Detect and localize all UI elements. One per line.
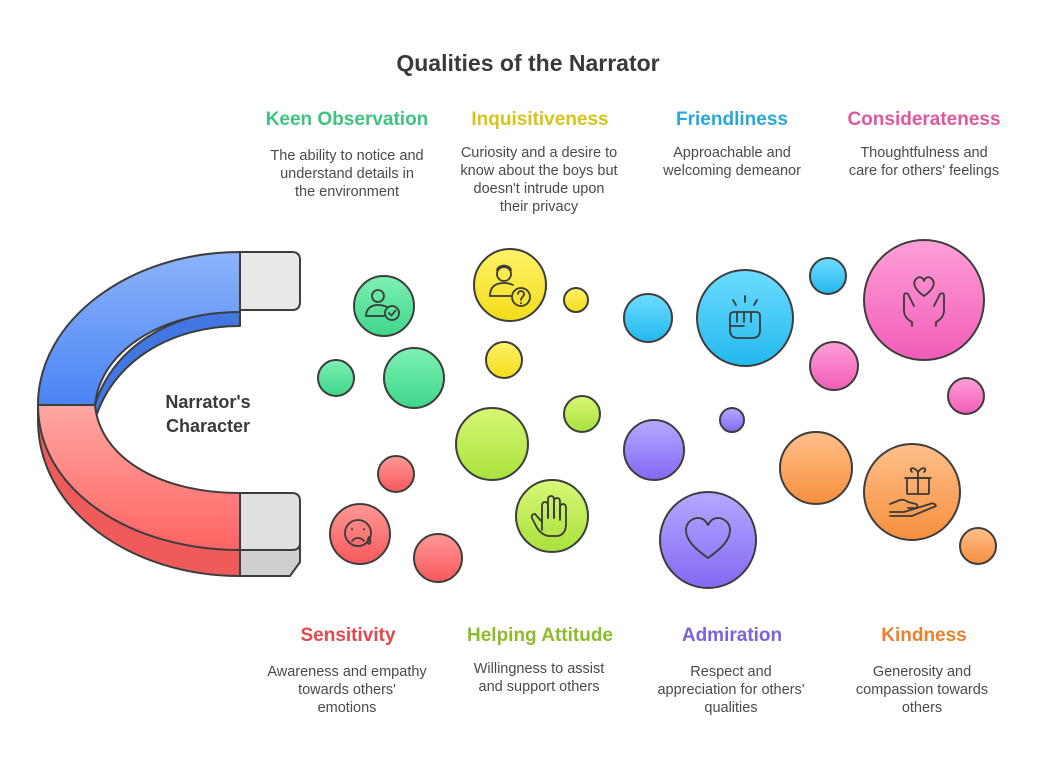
magnet — [37, 251, 301, 577]
bubble — [947, 377, 985, 415]
quality-description: The ability to notice and understand det… — [247, 147, 447, 201]
center-label-line: Narrator's — [165, 392, 251, 412]
inquisitiveness-bubble — [473, 248, 547, 322]
description-line: appreciation for others' — [657, 682, 805, 698]
bubble — [317, 359, 355, 397]
kindness-bubble — [863, 443, 961, 541]
gift-hand-icon — [889, 467, 937, 517]
sad-face-icon — [344, 519, 372, 547]
description-line: emotions — [317, 700, 377, 716]
quality-heading: Friendliness — [676, 109, 788, 130]
bubble — [563, 287, 589, 313]
considerateness-bubble — [863, 239, 985, 361]
center-label: Narrator's Character — [140, 390, 276, 438]
description-line: Thoughtfulness and — [860, 145, 988, 161]
decorative-bubbles — [317, 257, 997, 583]
description-line: towards others' — [298, 682, 396, 698]
bubble — [809, 341, 859, 391]
quality-heading: Admiration — [681, 625, 783, 646]
description-line: understand details in — [280, 166, 414, 182]
raised-hand-icon — [530, 495, 567, 537]
admiration-bubble — [659, 491, 757, 589]
magnet-bottom-tip — [239, 492, 301, 551]
description-line: others — [901, 700, 943, 716]
description-line: compassion towards — [855, 682, 989, 698]
description-line: Curiosity and a desire to — [460, 145, 618, 161]
description-line: doesn't intrude upon — [473, 181, 605, 197]
quality-heading: Sensitivity — [300, 625, 396, 646]
quality-heading: Inquisitiveness — [471, 109, 609, 130]
bubble — [623, 419, 685, 481]
quality-heading: Helping Attitude — [467, 625, 613, 646]
description-line: Generosity and — [872, 664, 972, 680]
description-line: know about the boys but — [460, 163, 618, 179]
bubble — [959, 527, 997, 565]
quality-heading: Considerateness — [847, 109, 1001, 130]
fist-bump-icon — [729, 295, 761, 339]
friendliness-bubble — [696, 269, 794, 367]
magnet-top-tip — [239, 251, 301, 311]
description-line: the environment — [295, 184, 399, 200]
description-line: welcoming demeanor — [663, 163, 801, 179]
quality-description: Generosity and compassion towards others — [822, 663, 1022, 717]
hands-heart-icon — [903, 276, 945, 327]
quality-description: Curiosity and a desire to know about the… — [439, 144, 639, 216]
bubble — [455, 407, 529, 481]
bubble — [809, 257, 847, 295]
bubble — [413, 533, 463, 583]
helping-attitude-bubble — [515, 479, 589, 553]
description-line: qualities — [704, 700, 758, 716]
quality-description: Approachable and welcoming demeanor — [632, 144, 832, 180]
sensitivity-bubble — [329, 503, 391, 565]
quality-description: Thoughtfulness and care for others' feel… — [824, 144, 1024, 180]
description-line: Willingness to assist — [473, 661, 605, 677]
center-label-line: Character — [165, 416, 251, 436]
user-question-icon — [489, 264, 531, 307]
quality-description: Respect and appreciation for others' qua… — [631, 663, 831, 717]
diagram-title: Qualities of the Narrator — [396, 50, 660, 76]
description-line: Approachable and — [673, 145, 791, 161]
bubble — [383, 347, 445, 409]
description-line: Respect and — [690, 664, 772, 680]
bubble — [563, 395, 601, 433]
bubble — [623, 293, 673, 343]
icon-bubbles — [329, 239, 985, 589]
description-line: care for others' feelings — [848, 163, 1000, 179]
bubble — [719, 407, 745, 433]
description-line: their privacy — [499, 199, 579, 215]
bubble — [779, 431, 853, 505]
bubble — [377, 455, 415, 493]
quality-heading: Keen Observation — [265, 109, 429, 130]
description-line: Awareness and empathy — [267, 664, 427, 680]
heart-icon — [685, 517, 731, 559]
bubble — [485, 341, 523, 379]
description-line: The ability to notice and — [270, 148, 424, 164]
quality-description: Awareness and empathy towards others' em… — [247, 663, 447, 717]
description-line: and support others — [478, 679, 600, 695]
quality-heading: Kindness — [881, 625, 967, 646]
user-check-icon — [365, 289, 400, 321]
quality-description: Willingness to assist and support others — [439, 660, 639, 696]
